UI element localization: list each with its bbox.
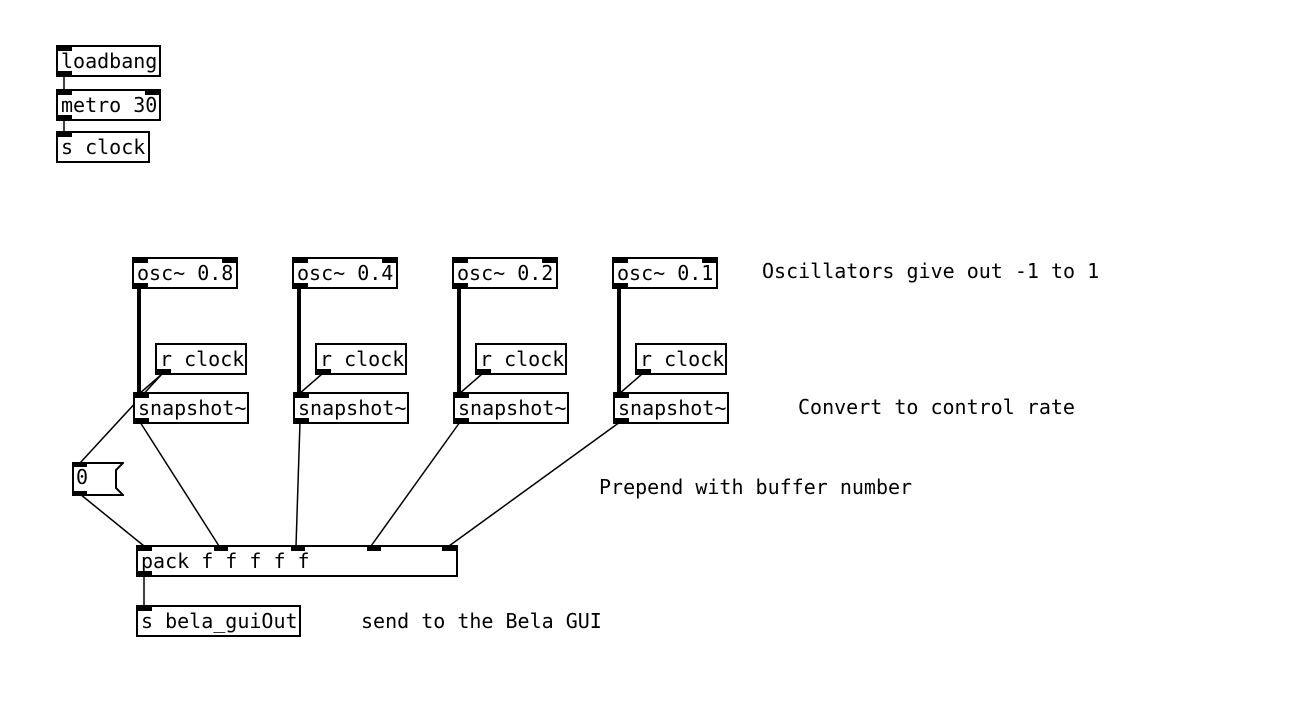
inlet[interactable] xyxy=(214,545,228,551)
snapshot-object-1[interactable]: snapshot~ xyxy=(133,392,249,424)
snapshot-object-3[interactable]: snapshot~ xyxy=(453,392,569,424)
inlet[interactable] xyxy=(145,89,159,95)
inlet[interactable] xyxy=(58,89,72,95)
object-text: r clock xyxy=(480,347,565,371)
inlet[interactable] xyxy=(58,131,72,137)
comment-oscillators: Oscillators give out -1 to 1 xyxy=(762,259,1100,283)
inlet[interactable] xyxy=(291,545,305,551)
object-text: snapshot~ xyxy=(138,396,247,420)
inlet[interactable] xyxy=(615,392,629,398)
inlet[interactable] xyxy=(542,257,556,263)
inlet[interactable] xyxy=(455,392,469,398)
cord-snap3-pack xyxy=(370,421,461,547)
receive-clock-object-4[interactable]: r clock xyxy=(635,343,727,375)
inlet[interactable] xyxy=(294,257,308,263)
cord-rclock2-snap2 xyxy=(298,373,323,395)
osc-object-1[interactable]: osc~ 0.8 xyxy=(132,257,238,289)
outlet[interactable] xyxy=(138,571,152,577)
cord-snap4-pack xyxy=(448,421,621,547)
outlet[interactable] xyxy=(454,283,468,289)
receive-clock-object-1[interactable]: r clock xyxy=(155,343,247,375)
object-text: r clock xyxy=(640,347,725,371)
cord-snap2-pack xyxy=(295,421,301,547)
inlet[interactable] xyxy=(222,257,236,263)
inlet[interactable] xyxy=(58,45,72,51)
outlet[interactable] xyxy=(58,71,72,77)
message-text: 0 xyxy=(76,465,89,489)
osc-object-3[interactable]: osc~ 0.2 xyxy=(452,257,558,289)
outlet[interactable] xyxy=(477,369,491,375)
inlet[interactable] xyxy=(138,605,152,611)
message-box-outline xyxy=(72,462,124,496)
send-gui-object[interactable]: s bela_guiOut xyxy=(136,605,301,637)
metro-object[interactable]: metro 30 xyxy=(56,89,161,121)
cord-rclock3-snap3 xyxy=(458,373,483,395)
cord-rclock4-snap4 xyxy=(618,373,643,395)
inlet[interactable] xyxy=(702,257,716,263)
outlet[interactable] xyxy=(317,369,331,375)
object-text: osc~ 0.2 xyxy=(457,261,554,285)
inlet[interactable] xyxy=(367,545,381,551)
object-text: osc~ 0.1 xyxy=(617,261,714,285)
outlet[interactable] xyxy=(134,283,148,289)
loadbang-object[interactable]: loadbang xyxy=(56,45,161,77)
outlet[interactable] xyxy=(455,418,469,424)
send-clock-object[interactable]: s clock xyxy=(56,131,150,163)
object-text: osc~ 0.4 xyxy=(297,261,394,285)
cord-msg-pack xyxy=(79,493,145,547)
inlet[interactable] xyxy=(442,545,456,551)
outlet[interactable] xyxy=(135,418,149,424)
outlet[interactable] xyxy=(295,418,309,424)
cord-snap1-pack xyxy=(139,421,220,547)
snapshot-object-2[interactable]: snapshot~ xyxy=(293,392,409,424)
inlet[interactable] xyxy=(295,392,309,398)
outlet[interactable] xyxy=(637,369,651,375)
receive-clock-object-3[interactable]: r clock xyxy=(475,343,567,375)
comment-convert: Convert to control rate xyxy=(798,395,1075,419)
object-text: s bela_guiOut xyxy=(141,609,298,633)
inlet[interactable] xyxy=(454,257,468,263)
inlet[interactable] xyxy=(134,257,148,263)
outlet[interactable] xyxy=(294,283,308,289)
object-text: pack f f f f f xyxy=(141,549,310,573)
inlet[interactable] xyxy=(138,545,152,551)
object-text: snapshot~ xyxy=(618,396,727,420)
inlet[interactable] xyxy=(614,257,628,263)
comment-send-gui: send to the Bela GUI xyxy=(361,609,602,633)
object-text: snapshot~ xyxy=(298,396,407,420)
message-box[interactable]: 0 xyxy=(72,462,124,496)
receive-clock-object-2[interactable]: r clock xyxy=(315,343,407,375)
object-text: s clock xyxy=(61,135,146,159)
comment-prepend: Prepend with buffer number xyxy=(599,475,913,499)
inlet[interactable] xyxy=(135,392,149,398)
osc-object-2[interactable]: osc~ 0.4 xyxy=(292,257,398,289)
object-text: osc~ 0.8 xyxy=(137,261,234,285)
pack-object[interactable]: pack f f f f f xyxy=(136,545,458,577)
outlet[interactable] xyxy=(614,283,628,289)
object-text: loadbang xyxy=(61,49,158,73)
inlet[interactable] xyxy=(382,257,396,263)
object-text: r clock xyxy=(160,347,245,371)
object-text: r clock xyxy=(320,347,405,371)
outlet[interactable] xyxy=(615,418,629,424)
cord-rclock1-snap1 xyxy=(138,373,163,395)
object-text: metro 30 xyxy=(61,93,158,117)
outlet[interactable] xyxy=(58,115,72,121)
outlet[interactable] xyxy=(157,369,171,375)
snapshot-object-4[interactable]: snapshot~ xyxy=(613,392,729,424)
object-text: snapshot~ xyxy=(458,396,567,420)
osc-object-4[interactable]: osc~ 0.1 xyxy=(612,257,718,289)
